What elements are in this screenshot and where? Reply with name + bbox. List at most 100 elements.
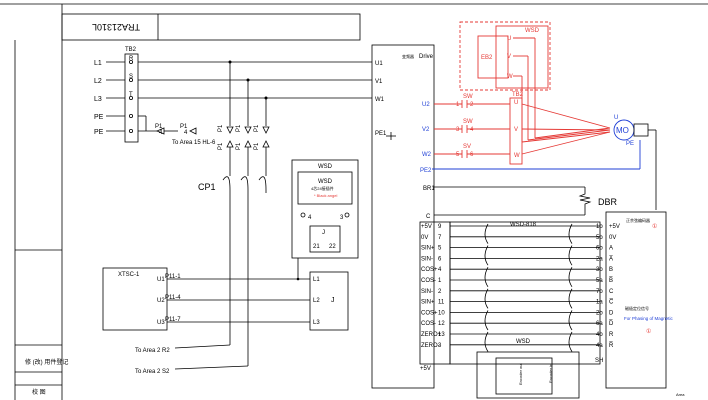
area-note: To Area 15 HL-6 <box>172 140 216 146</box>
dbr-label: DBR <box>598 197 618 207</box>
left-pin-label: 12 <box>438 321 445 327</box>
svg-text:R: R <box>129 56 134 62</box>
twisted-pair-mark <box>484 331 489 352</box>
svg-text:P1: P1 <box>155 124 163 130</box>
out-u2: U2 <box>422 102 430 108</box>
svg-text:3: 3 <box>456 127 460 133</box>
wsd-box <box>291 159 359 259</box>
svg-text:P1: P1 <box>218 142 224 150</box>
left-pin-label: 4 <box>438 267 442 273</box>
right-pin-label: 1a <box>596 300 603 306</box>
note-r2: To Area 2 R2 <box>135 348 170 354</box>
svg-text:V1: V1 <box>375 79 383 85</box>
svg-text:3: 3 <box>340 215 344 221</box>
twisted-pair-mark <box>568 331 573 352</box>
right-signal-label: B̅ <box>609 277 613 284</box>
svg-text:4: 4 <box>308 215 312 221</box>
svg-text:P1: P1 <box>254 124 260 132</box>
out-pe2: PE2 <box>420 168 432 174</box>
svg-text:SW: SW <box>463 94 473 100</box>
left-signal-label: SIN+ <box>421 246 435 252</box>
right-pin-label: 5b <box>596 235 603 241</box>
svg-text:J: J <box>331 297 335 304</box>
left-pin-label: 13 <box>438 332 445 338</box>
cable-title: WSD-818 <box>510 222 537 228</box>
svg-text:1: 1 <box>456 102 460 108</box>
svg-text:V: V <box>514 127 518 133</box>
switches: SW SW SV 1 2 3 4 5 6 <box>434 94 510 158</box>
svg-text:21: 21 <box>313 244 320 250</box>
svg-text:P11-7: P11-7 <box>165 317 181 323</box>
cable-lines <box>450 223 600 352</box>
svg-text:U: U <box>507 36 511 42</box>
svg-text:U: U <box>614 115 618 121</box>
drive-title-cn: 变频器 <box>402 53 414 59</box>
right-signal-label: C̅ <box>609 299 614 306</box>
svg-text:2: 2 <box>470 102 474 108</box>
svg-text:WSD: WSD <box>525 28 540 34</box>
svg-text:U1: U1 <box>157 277 165 283</box>
encoder-housing <box>476 351 580 399</box>
relay-coil <box>309 225 341 253</box>
line-l2-label: L2 <box>94 78 102 85</box>
right-pin-label: 1b <box>596 224 603 230</box>
motor-shaft <box>633 123 649 137</box>
svg-text:L1: L1 <box>313 277 320 283</box>
svg-text:+5V: +5V <box>420 366 431 372</box>
right-pin-label: 4b <box>596 332 603 338</box>
svg-text:4: 4 <box>184 130 188 136</box>
drive-title: Drive <box>419 54 434 60</box>
right-signal-label: A̅ <box>609 255 613 262</box>
svg-text:Encoder out: Encoder out <box>518 363 523 385</box>
xtsc-box <box>102 267 168 331</box>
twisted-pair-mark <box>484 245 489 266</box>
right-signal-label: R̅ <box>609 342 614 349</box>
left-signal-label: ZERO- <box>421 343 440 349</box>
right-pin-label: 6b <box>596 246 603 252</box>
svg-text:SH: SH <box>595 358 603 364</box>
right-pin-label: 5a <box>596 278 603 284</box>
left-pin-label: 2 <box>438 289 442 295</box>
right-signal-label: +5V <box>609 224 620 230</box>
wsd-red-box: WSD EB2 U V W <box>459 21 551 142</box>
svg-text:5: 5 <box>456 152 460 158</box>
twisted-pair-mark <box>568 267 573 288</box>
line-pe2-label: PE <box>94 129 104 136</box>
encoder-cable <box>449 221 601 365</box>
right-signal-label: D <box>609 310 614 316</box>
title-code: TRA21310L <box>92 22 140 32</box>
right-signal-label: R <box>609 332 614 338</box>
svg-text:U3: U3 <box>157 320 165 326</box>
margin-label-bottom: 校 图 <box>32 388 46 396</box>
right-pin-label: 2a <box>596 256 603 262</box>
right-signal-label: C <box>609 289 614 295</box>
twisted-pair-mark <box>568 245 573 266</box>
twisted-pair-mark <box>568 310 573 331</box>
right-signal-label: A <box>609 246 613 252</box>
margin-label-top: 修 (改) 用件登记 <box>25 358 68 366</box>
svg-text:L2: L2 <box>313 298 320 304</box>
twisted-pair-mark <box>568 223 573 244</box>
svg-text:BR1: BR1 <box>423 186 435 192</box>
line-l3-label: L3 <box>94 96 102 103</box>
svg-text:4: 4 <box>470 127 474 133</box>
cp1-label: CP1 <box>198 182 216 192</box>
svg-text:U2: U2 <box>157 298 165 304</box>
title-block <box>61 13 361 41</box>
svg-text:P1: P1 <box>236 142 242 150</box>
right-pin-label: 7b <box>596 289 603 295</box>
left-pin-label: 3 <box>438 343 442 349</box>
left-signal-label: 0V <box>421 235 428 241</box>
tb2-red-block <box>509 97 523 165</box>
svg-text:P1: P1 <box>218 124 224 132</box>
svg-text:P11-4: P11-4 <box>165 295 181 301</box>
note-s2: To Area 2 S2 <box>135 369 170 375</box>
twisted-pair-mark <box>484 288 489 309</box>
right-signal-label: B <box>609 267 613 273</box>
svg-text:WSD: WSD <box>318 179 333 185</box>
drive-box <box>371 44 435 389</box>
left-pin-label: 5 <box>438 246 442 252</box>
left-signal-label: SIN- <box>421 256 433 262</box>
svg-text:U1: U1 <box>375 61 383 67</box>
